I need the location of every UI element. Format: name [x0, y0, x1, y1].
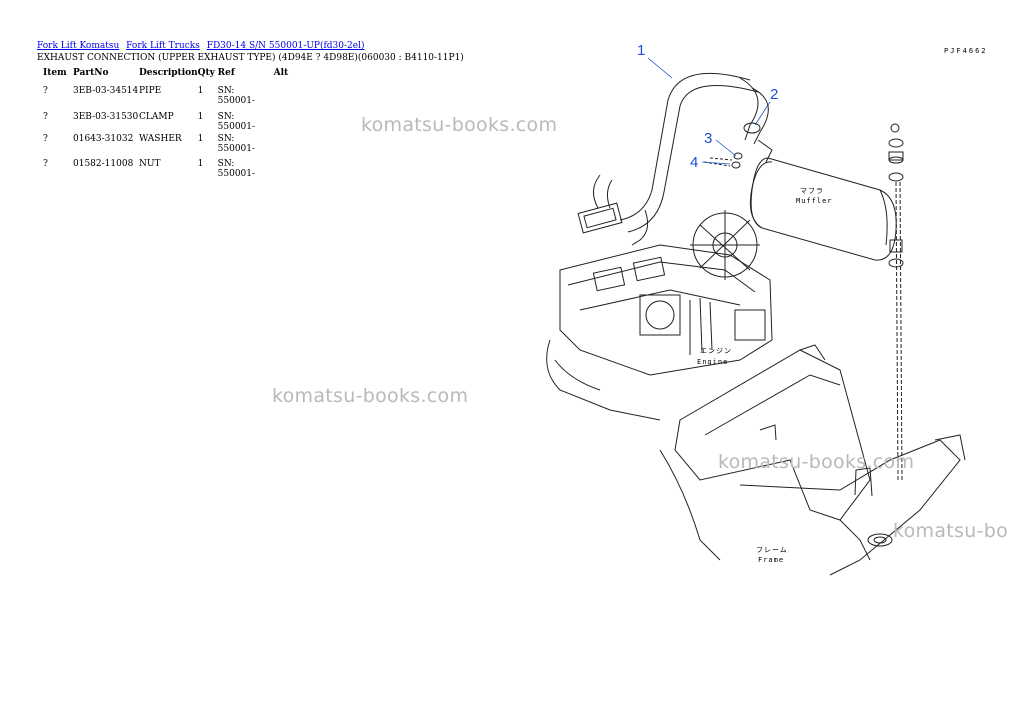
table-row: ? 3EB-03-34514 PIPE 1 SN: 550001-	[37, 80, 294, 106]
cell-item: ?	[43, 159, 48, 169]
cell-ref: SN: 550001-	[217, 134, 256, 154]
page-title: EXHAUST CONNECTION (UPPER EXHAUST TYPE) …	[37, 53, 464, 63]
cell-ref: SN: 550001-	[217, 159, 256, 179]
table-row: ? 3EB-03-31530 CLAMP 1 SN: 550001-	[37, 106, 294, 132]
small-parts-drawing	[703, 122, 761, 169]
column-header-alt: Alt	[273, 68, 289, 78]
exhaust-pipe-drawing	[577, 72, 769, 246]
table-header-row: Item PartNo Description Qty Ref Alt	[37, 66, 294, 80]
breadcrumb-link-fork-lift-trucks[interactable]: Fork Lift Trucks	[126, 41, 200, 51]
label-frame-en: Frame	[758, 556, 785, 564]
column-header-ref: Ref	[217, 68, 235, 78]
label-frame-jp: フレーム	[756, 546, 788, 554]
cell-partno: 01582-11008	[73, 159, 134, 169]
cell-description: PIPE	[139, 86, 162, 96]
cell-qty: 1	[197, 159, 204, 169]
parts-diagram	[546, 57, 966, 576]
cell-ref: SN: 550001-	[217, 112, 256, 132]
breadcrumb-link-model[interactable]: FD30-14 S/N 550001-UP(fd30-2el)	[206, 41, 365, 51]
column-header-item: Item	[43, 68, 67, 78]
label-muffler-jp: マフラ	[800, 187, 824, 195]
callout-2: 2	[770, 86, 779, 103]
cell-item: ?	[43, 112, 48, 122]
column-header-description: Description	[139, 68, 198, 78]
cell-alt	[274, 132, 294, 157]
cell-item: ?	[43, 134, 48, 144]
cell-alt	[274, 157, 294, 182]
table-row: ? 01582-11008 NUT 1 SN: 550001-	[37, 157, 294, 182]
callout-1: 1	[637, 42, 646, 59]
cell-alt	[274, 80, 294, 106]
frame-drawing	[659, 344, 966, 576]
cell-partno: 3EB-03-34514	[73, 86, 139, 96]
cell-qty: 1	[197, 86, 204, 96]
cell-description: CLAMP	[139, 112, 174, 122]
cell-description: WASHER	[139, 134, 182, 144]
engine-drawing	[546, 210, 773, 421]
callout-3: 3	[704, 130, 713, 147]
parts-table: Item PartNo Description Qty Ref Alt ? 3E…	[37, 66, 294, 182]
column-header-partno: PartNo	[73, 68, 109, 78]
label-engine-jp: エンジン	[700, 347, 732, 355]
cell-item: ?	[43, 86, 48, 96]
label-engine-en: Engine	[697, 358, 729, 366]
diagram-code: PJF4662	[944, 47, 988, 55]
cell-qty: 1	[197, 112, 204, 122]
column-header-qty: Qty	[197, 68, 215, 78]
watermark: komatsu-books.com	[361, 114, 558, 136]
cell-alt	[274, 106, 294, 132]
cell-ref: SN: 550001-	[217, 86, 256, 106]
breadcrumb: Fork Lift Komatsu Fork Lift Trucks FD30-…	[37, 40, 369, 52]
callout-4: 4	[690, 154, 699, 171]
table-row: ? 01643-31032 WASHER 1 SN: 550001-	[37, 132, 294, 157]
cell-description: NUT	[139, 159, 161, 169]
watermark: komatsu-books.com	[272, 385, 469, 407]
cell-partno: 01643-31032	[73, 134, 134, 144]
mounting-hardware-drawing	[888, 123, 904, 481]
muffler-drawing	[749, 139, 897, 261]
cell-qty: 1	[197, 134, 204, 144]
cell-partno: 3EB-03-31530	[73, 112, 139, 122]
breadcrumb-link-fork-lift-komatsu[interactable]: Fork Lift Komatsu	[37, 41, 120, 51]
label-muffler-en: Muffler	[796, 197, 833, 205]
